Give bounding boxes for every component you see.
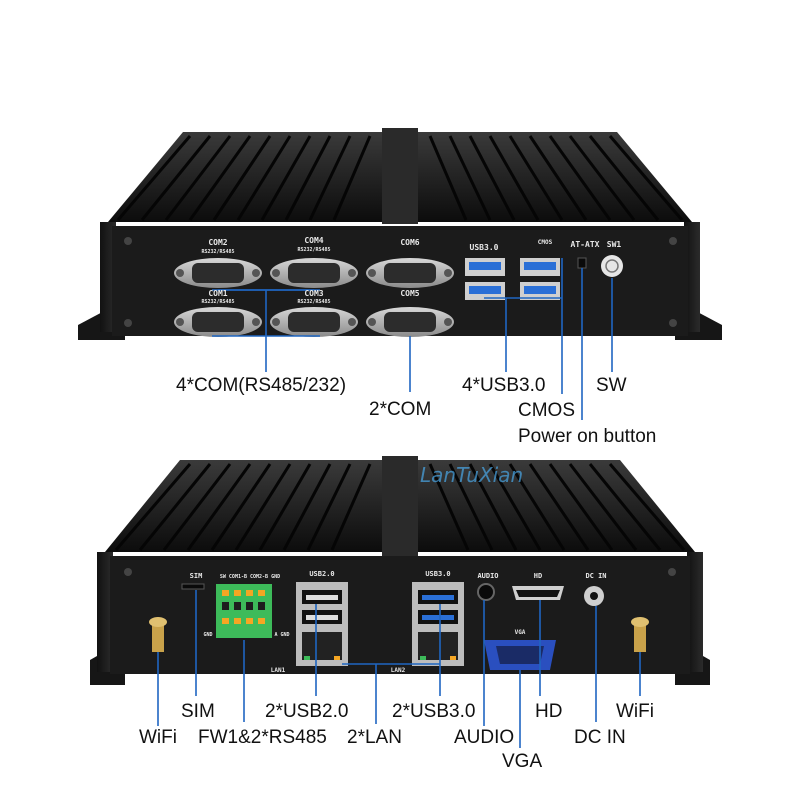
gnd-panel-label: GND	[203, 632, 212, 638]
com3-label: COM3	[304, 289, 323, 298]
vga-port	[484, 640, 556, 670]
com1-sub-label: RS232/RS485	[201, 299, 234, 305]
callout-wifi-right: WiFi	[616, 701, 654, 722]
usb30-panel-label: USB3.0	[470, 243, 499, 252]
top-usb30-ports	[465, 258, 560, 300]
callout-power-on-button: Power on button	[518, 426, 657, 447]
top-db9-ports	[174, 258, 454, 337]
callout-4com-rs485-232: 4*COM(RS485/232)	[176, 375, 347, 396]
lan2-panel-label: LAN2	[391, 667, 406, 674]
usb30-bottom-panel-label: USB3.0	[425, 570, 450, 578]
bottom-mini-pc: LanTuXian	[90, 456, 710, 685]
callout-lines	[157, 258, 641, 748]
callout-wifi-left: WiFi	[139, 727, 177, 748]
com1-label: COM1	[208, 289, 227, 298]
bottom-panel-silkscreen: SIM SW COM1-B COM2-B GND GND A GND USB2.…	[190, 570, 607, 674]
callout-2usb20: 2*USB2.0	[265, 701, 349, 722]
com2-sub-label: RS232/RS485	[201, 249, 234, 255]
usb30-lan2-stack	[412, 582, 464, 666]
usb20-lan1-stack	[296, 582, 348, 666]
callout-vga: VGA	[502, 751, 543, 772]
com4-label: COM4	[304, 236, 323, 245]
com6-label: COM6	[400, 238, 419, 247]
callout-2usb30: 2*USB3.0	[392, 701, 476, 722]
audio-panel-label: AUDIO	[477, 572, 498, 580]
com5-label: COM5	[400, 289, 419, 298]
callout-audio: AUDIO	[454, 727, 515, 748]
lan1-panel-label: LAN1	[271, 667, 286, 674]
usb20-panel-label: USB2.0	[309, 570, 334, 578]
hd-panel-label: HD	[534, 572, 542, 580]
callout-cmos: CMOS	[518, 400, 575, 421]
top-mini-pc	[78, 128, 722, 340]
callout-4usb30: 4*USB3.0	[462, 375, 546, 396]
at-atx-panel-label: AT-ATX	[571, 240, 600, 249]
wifi-antenna-connectors	[149, 617, 649, 652]
callout-dc-in: DC IN	[574, 727, 626, 748]
callout-2lan: 2*LAN	[347, 727, 402, 748]
vga-panel-label: VGA	[515, 629, 526, 636]
com2-label: COM2	[208, 238, 227, 247]
callout-sim: SIM	[181, 701, 215, 722]
agnd-panel-label: A GND	[274, 632, 289, 638]
terminal-block	[216, 584, 272, 638]
com4-sub-label: RS232/RS485	[297, 247, 330, 253]
sim-panel-label: SIM	[190, 572, 203, 580]
top-panel-silkscreen: COM2 RS232/RS485 COM4 RS232/RS485 COM6 C…	[201, 236, 621, 305]
sw1-panel-label: SW1	[607, 240, 622, 249]
callout-sw: SW	[596, 375, 627, 396]
cmos-panel-label: CMOS	[538, 239, 553, 246]
callout-2com: 2*COM	[369, 399, 432, 420]
dcin-panel-label: DC IN	[585, 572, 606, 580]
svg-text:LanTuXian: LanTuXian	[420, 463, 523, 487]
callout-hd: HD	[535, 701, 563, 722]
terminal-panel-label: SW COM1-B COM2-B GND	[220, 574, 280, 580]
com3-sub-label: RS232/RS485	[297, 299, 330, 305]
callout-fw-rs485: FW1&2*RS485	[198, 727, 327, 748]
